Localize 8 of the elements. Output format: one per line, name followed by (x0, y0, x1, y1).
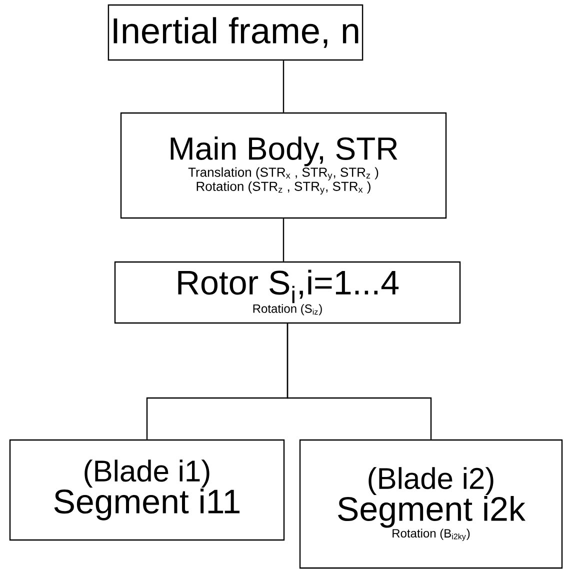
frame-box: Inertial frame, n (108, 4, 364, 61)
segment-box: (Blade i1) Segment i11 (9, 439, 285, 541)
segment-box: (Blade i2) Segment i2k Rotation (B$_{i2ky}$) (299, 439, 563, 569)
body-box: Main Body, STR Translation (STR$_{x}$ , STR$_{y}$, STR$_{z}$ ) Rotation (STR$_{z}$ , STR$_{y}$, STR$_{x}$ ) (120, 112, 447, 219)
connector-line (282, 60, 284, 112)
connector-line (282, 218, 284, 262)
connector-line (286, 324, 432, 440)
rotor-box: Rotor S$_{i}$,i=1...4 Rotation (S$_{iz}$) (114, 261, 461, 324)
